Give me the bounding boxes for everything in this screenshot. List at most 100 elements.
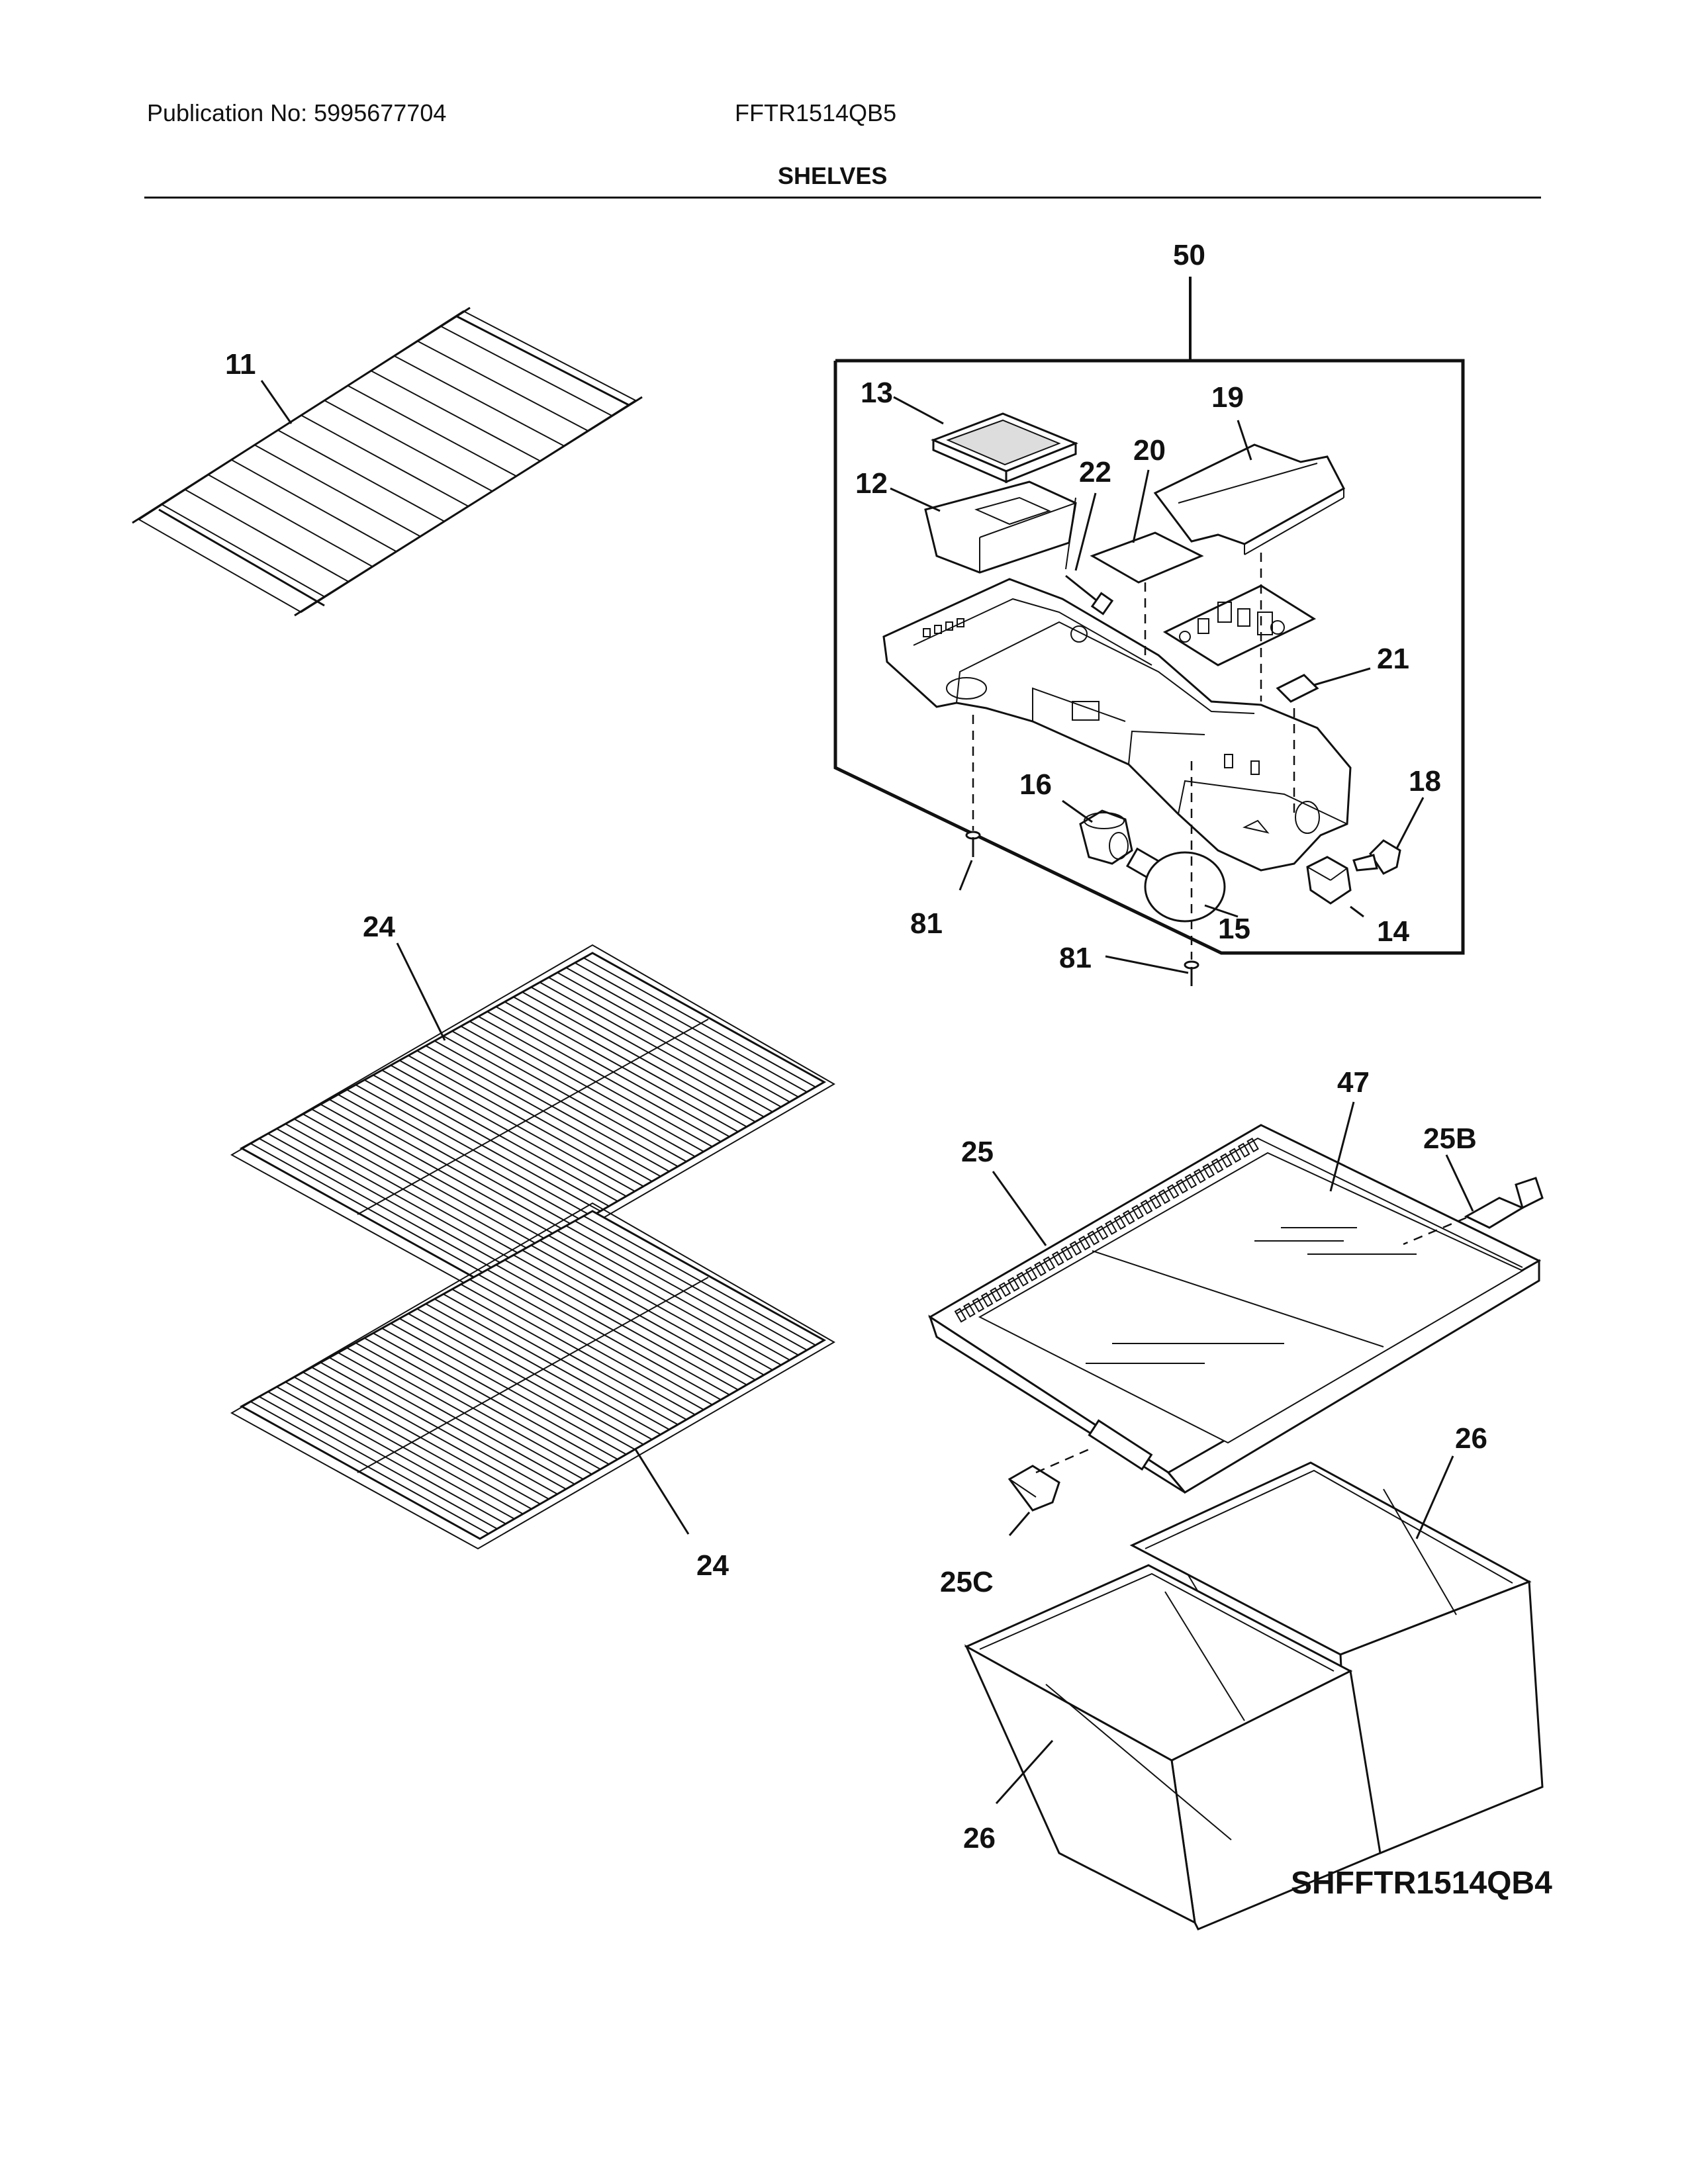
wire-bar bbox=[320, 1103, 558, 1237]
wire-bar bbox=[303, 1371, 541, 1505]
wire-bar bbox=[416, 340, 588, 432]
wire-bar bbox=[250, 1400, 489, 1535]
cover-support-25B[interactable] bbox=[1403, 1177, 1544, 1246]
callout-21: 21 bbox=[1377, 643, 1409, 675]
callout-81-b: 81 bbox=[1059, 942, 1092, 974]
light-bulb-15[interactable] bbox=[1125, 847, 1226, 923]
wire-bar bbox=[277, 430, 445, 522]
vent-slot bbox=[1246, 1137, 1259, 1153]
wire-bar bbox=[530, 1244, 765, 1376]
wire-bar bbox=[347, 385, 517, 477]
wire-bar bbox=[539, 1240, 773, 1371]
crisper-glass-47[interactable] bbox=[978, 1152, 1524, 1444]
callout-25: 25 bbox=[961, 1136, 994, 1168]
screw-81-b[interactable] bbox=[1184, 960, 1199, 986]
wire-bar bbox=[208, 474, 373, 568]
callout-20: 20 bbox=[1133, 434, 1166, 467]
vent-slot bbox=[1087, 1230, 1100, 1246]
callout-47: 47 bbox=[1337, 1066, 1370, 1099]
wire-bar bbox=[530, 986, 765, 1118]
vent-slot bbox=[1202, 1163, 1215, 1179]
vent-slot bbox=[1229, 1148, 1242, 1163]
wire-bar bbox=[575, 962, 808, 1093]
wire-bar bbox=[276, 1386, 515, 1520]
diffuser-housing-12[interactable] bbox=[924, 480, 1077, 574]
publication-number: Publication No: 5995677704 bbox=[147, 99, 447, 126]
screw-81-a[interactable] bbox=[965, 831, 981, 857]
vent-slot bbox=[1158, 1189, 1171, 1205]
crisper-drawer-26-left[interactable] bbox=[964, 1564, 1382, 1931]
vent-slot bbox=[1149, 1194, 1162, 1210]
light-switch-14[interactable] bbox=[1306, 856, 1352, 905]
vent-slot bbox=[1220, 1153, 1233, 1168]
vent-slot bbox=[1096, 1225, 1109, 1240]
header-rule bbox=[144, 197, 1541, 199]
leader-lines bbox=[260, 380, 1474, 1805]
wire-bar bbox=[346, 1347, 584, 1480]
vent-slot bbox=[1140, 1199, 1153, 1214]
vent-slot bbox=[1176, 1179, 1188, 1194]
vent-slot bbox=[1113, 1214, 1127, 1230]
callout-14: 14 bbox=[1377, 915, 1409, 948]
wire-bar bbox=[320, 1361, 558, 1495]
switch-plate-21[interactable] bbox=[1276, 674, 1319, 703]
section-title: SHELVES bbox=[778, 162, 888, 189]
vent-slot bbox=[954, 1308, 967, 1323]
wire-bar bbox=[548, 977, 782, 1108]
wire-bar bbox=[504, 1001, 739, 1132]
callout-50: 50 bbox=[1173, 239, 1205, 271]
wire-bar bbox=[575, 1220, 808, 1351]
wire-bar bbox=[557, 1230, 790, 1361]
wire-bar bbox=[440, 325, 612, 416]
callout-25C: 25C bbox=[940, 1566, 994, 1598]
wire-shelf-24-lower[interactable] bbox=[230, 1202, 835, 1550]
wire-bar bbox=[294, 1118, 532, 1251]
wire-shelf-24-upper[interactable] bbox=[230, 944, 835, 1292]
wire-harness-22[interactable] bbox=[1065, 497, 1114, 615]
vent-slot bbox=[1043, 1256, 1056, 1271]
wire-bar bbox=[565, 967, 799, 1098]
wire-bar bbox=[324, 400, 493, 492]
wire-bar bbox=[259, 1138, 498, 1271]
wire-bar bbox=[259, 1396, 498, 1529]
main-housing[interactable] bbox=[882, 578, 1352, 872]
cover-plate-19[interactable] bbox=[1153, 443, 1346, 555]
light-socket-16[interactable] bbox=[1079, 809, 1133, 865]
vent-slot bbox=[1069, 1240, 1082, 1256]
vent-slot bbox=[1034, 1261, 1047, 1277]
wire-bar bbox=[285, 1123, 524, 1257]
wire-bar bbox=[303, 1113, 541, 1247]
callout-24-upper: 24 bbox=[363, 911, 395, 943]
diagram-code: SHFFTR1514QB4 bbox=[1291, 1866, 1552, 1901]
callout-26-left: 26 bbox=[963, 1822, 996, 1854]
vent-slot bbox=[1078, 1236, 1091, 1251]
vent-slot bbox=[1060, 1246, 1073, 1261]
wire-bar bbox=[522, 991, 756, 1122]
wire-bar bbox=[231, 459, 397, 553]
cover-support-25C[interactable] bbox=[1008, 1448, 1090, 1512]
model-number: FFTR1514QB5 bbox=[735, 99, 897, 126]
control-knob-18[interactable] bbox=[1352, 839, 1401, 875]
wire-bar bbox=[338, 1352, 575, 1485]
wire-bar bbox=[254, 444, 421, 537]
wire-bar bbox=[370, 370, 541, 462]
callout-16: 16 bbox=[1019, 768, 1052, 801]
wire-bar bbox=[162, 504, 326, 598]
wire-bar bbox=[513, 996, 747, 1128]
vent-slot bbox=[998, 1282, 1011, 1297]
light-control-assembly-50[interactable] bbox=[833, 277, 1465, 955]
wire-shelf-11[interactable] bbox=[132, 306, 643, 617]
callout-15: 15 bbox=[1218, 913, 1250, 945]
wire-bar bbox=[185, 489, 350, 583]
wire-bar bbox=[583, 1215, 816, 1346]
vent-slot bbox=[1025, 1266, 1038, 1282]
vent-slot bbox=[1166, 1184, 1180, 1199]
vent-slot bbox=[1122, 1210, 1135, 1225]
callout-labels: 11 50 13 19 20 22 12 21 16 18 81 15 14 8… bbox=[225, 239, 1487, 1854]
callout-11: 11 bbox=[225, 348, 256, 381]
wire-bar bbox=[329, 1357, 567, 1490]
filter-pad-13[interactable] bbox=[930, 412, 1078, 484]
wire-bar bbox=[539, 981, 773, 1113]
callout-13: 13 bbox=[861, 377, 893, 409]
